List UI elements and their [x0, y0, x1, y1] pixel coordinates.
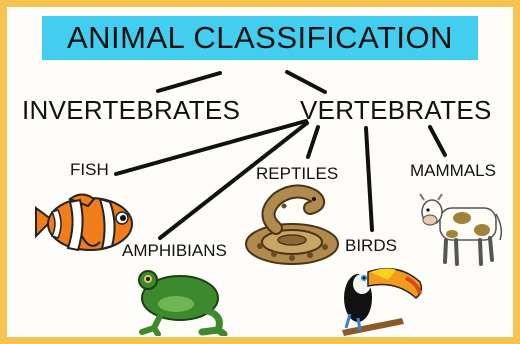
snake-icon	[240, 184, 346, 270]
line-vertebrates-to-birds	[366, 128, 372, 230]
frog-icon	[132, 264, 232, 336]
label-reptiles: REPTILES	[256, 164, 338, 184]
line-title-to-invertebrates	[158, 73, 220, 91]
label-invertebrates: INVERTEBRATES	[22, 95, 240, 126]
line-title-to-vertebrates	[287, 72, 325, 92]
label-mammals: MAMMALS	[410, 161, 496, 181]
line-vertebrates-to-reptiles	[308, 127, 318, 157]
toucan-icon	[336, 258, 426, 340]
label-fish: FISH	[70, 160, 109, 180]
label-vertebrates: VERTEBRATES	[300, 95, 492, 126]
label-birds: BIRDS	[345, 236, 397, 256]
clownfish-icon	[30, 186, 140, 260]
cow-icon	[418, 188, 504, 272]
line-vertebrates-to-mammals	[430, 127, 445, 155]
